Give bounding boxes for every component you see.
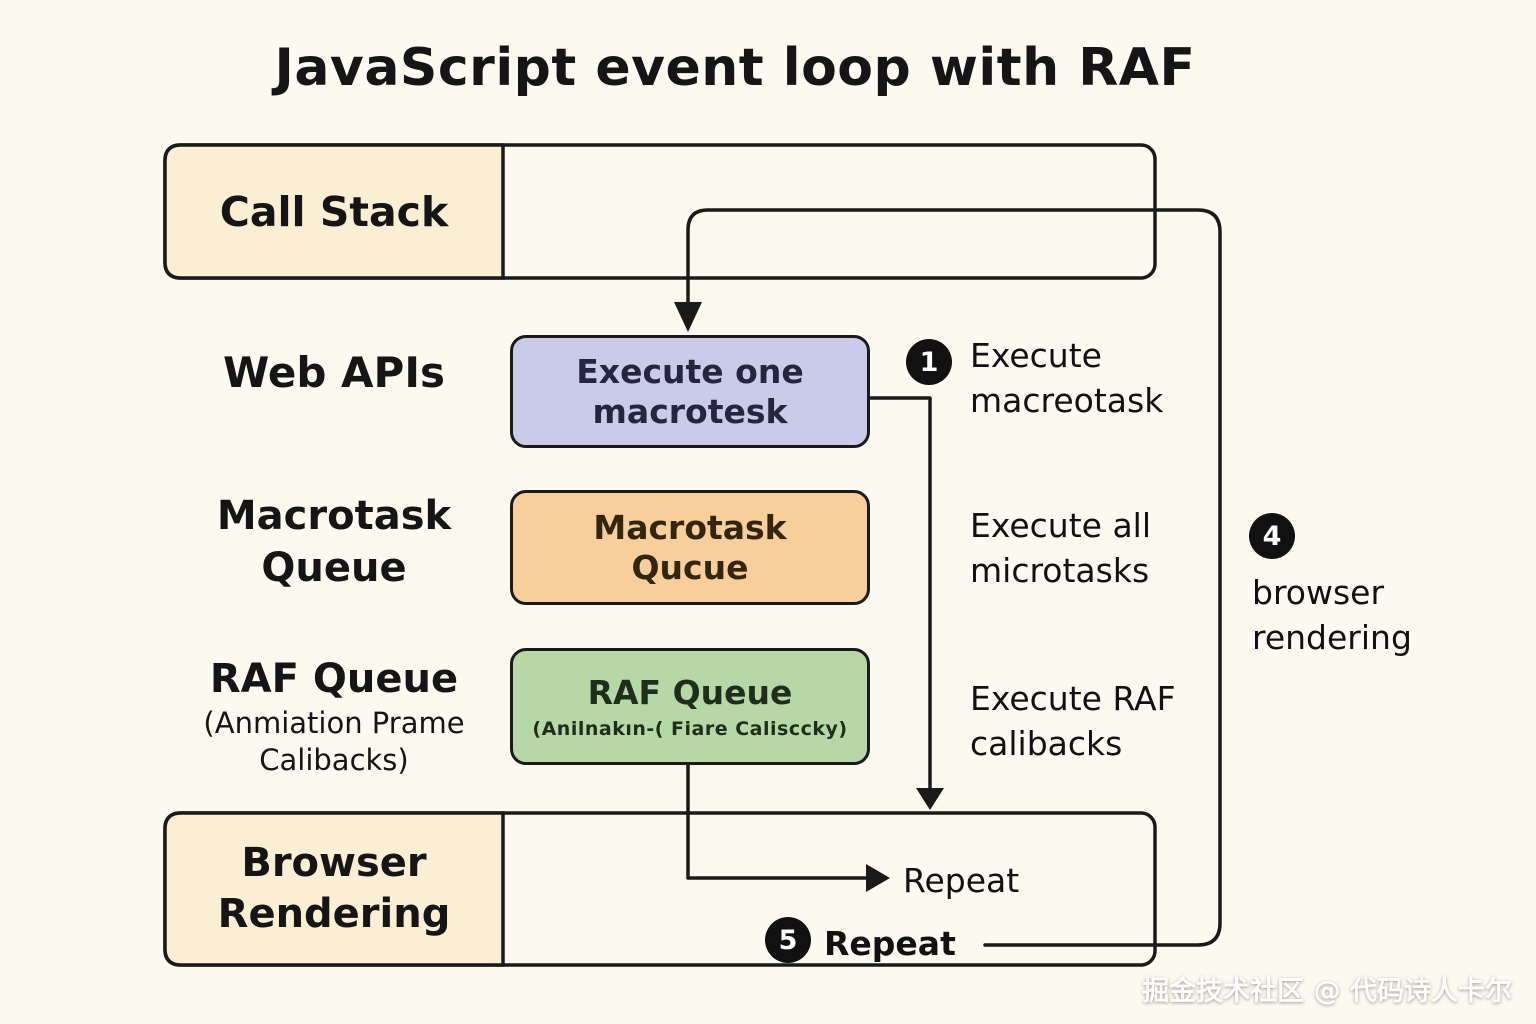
browser-rendering-label: Browser Rendering [217,840,451,937]
execute-macrotask-box: Execute one macrotesk [510,335,870,448]
repeat-flow-line [686,763,870,880]
macrotask-queue-label: Macrotask Queue [216,493,452,591]
step-5-badge: 5 [765,917,811,963]
arrowhead-into-rendering [916,788,944,810]
browser-rendering-cell [163,811,505,967]
arrowhead-repeat [866,864,890,892]
macrotask-flow-line [868,396,932,800]
call-stack-label: Call Stack [219,187,449,236]
macrotask-queue-box: Macrotask Qucue [510,490,870,605]
step-4-badge: 4 [1249,513,1295,559]
raf-queue-sublabel: (Anmiation Prame Calibacks) [203,706,465,777]
step-1-badge: 1 [906,339,952,385]
browser-rendering-note: browser rendering [1252,573,1412,657]
raf-queue-label: RAF Queue [209,656,459,702]
execute-macrotask-note: Execute macreotask [970,336,1164,420]
execute-microtasks-note: Execute all microtasks [970,506,1152,590]
arrowhead-into-execute [674,302,702,332]
web-apis-label: Web APIs [223,348,445,397]
watermark: 掘金技术社区 @ 代码诗人卡尔 [1142,976,1512,1007]
repeat-arrow-label: Repeat [903,861,1020,900]
execute-raf-callbacks-note: Execute RAF calibacks [970,679,1176,763]
call-stack-cell [163,143,505,280]
diagram-title: JavaScript event loop with RAF [274,38,1196,98]
repeat-step5-label: Repeat [824,924,956,963]
raf-queue-box: RAF Queue (Anilnakın-( Fiare Calisccky) [510,648,870,765]
render-loop-path [686,208,1222,947]
